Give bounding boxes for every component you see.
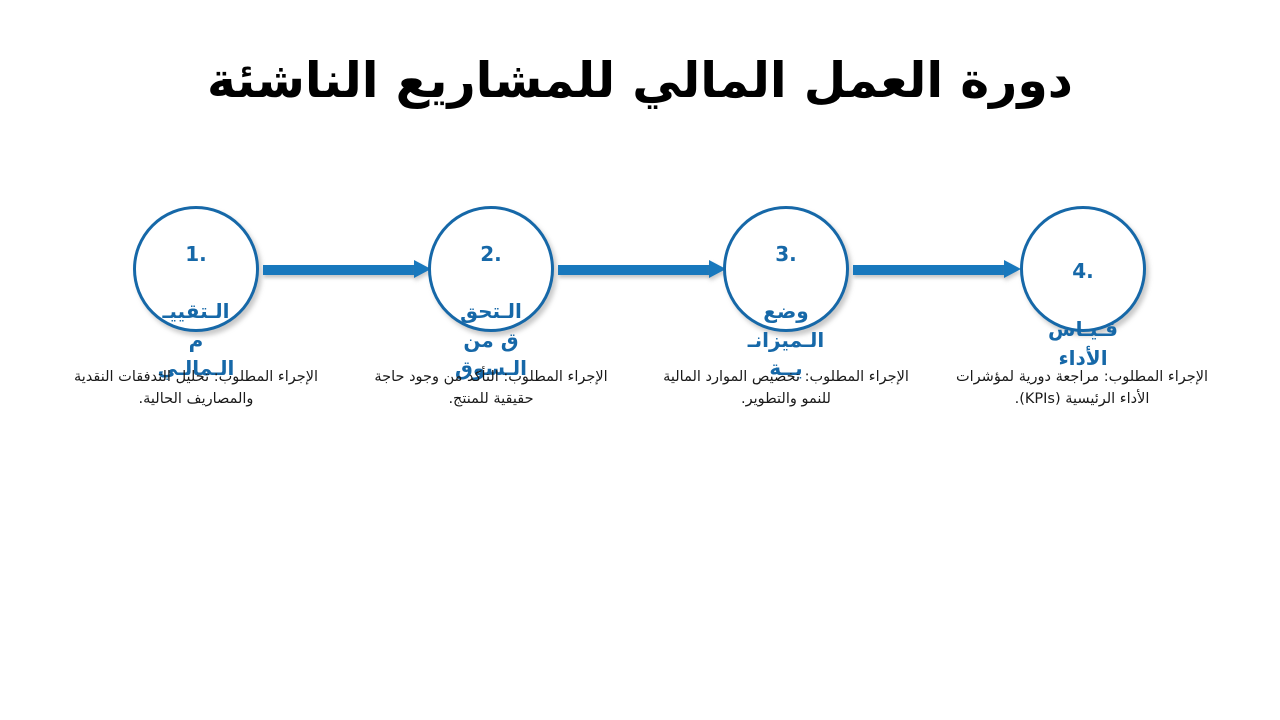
step-circle-3	[723, 206, 849, 332]
arrow-shaft-icon	[853, 265, 1005, 275]
arrow-step2-to-step3	[558, 260, 726, 279]
process-step-3[interactable]: 3. وضع الـميزانـ يــة	[723, 206, 849, 380]
step-captions: الإجراء المطلوب: تحليل التدفقات النقدية …	[0, 366, 1280, 426]
arrow-step3-to-step4	[853, 260, 1021, 279]
arrow-shaft-icon	[558, 265, 710, 275]
step-caption-2: الإجراء المطلوب: التأكد من وجود حاجة حقي…	[374, 369, 608, 408]
arrow-shaft-icon	[263, 265, 415, 275]
step-caption-1: الإجراء المطلوب: تحليل التدفقات النقدية …	[74, 369, 318, 408]
arrow-head-icon	[1004, 260, 1021, 278]
step-circle-4	[1020, 206, 1146, 332]
arrow-head-icon	[709, 260, 726, 278]
arrow-step1-to-step2	[263, 260, 431, 279]
step-caption-3: الإجراء المطلوب: تخصيص الموارد المالية ل…	[663, 369, 909, 408]
process-step-1[interactable]: 1. الـتقييـ م الـمالـي	[133, 206, 259, 380]
arrow-head-icon	[414, 260, 431, 278]
step-caption-4: الإجراء المطلوب: مراجعة دورية لمؤشرات ال…	[955, 369, 1208, 408]
process-step-2[interactable]: 2. الـتحق ق من الـسوق	[428, 206, 554, 380]
step-circle-2	[428, 206, 554, 332]
step-circle-1	[133, 206, 259, 332]
process-flow: 1. الـتقييـ م الـمالـي 2. الـتحق ق من ال…	[0, 206, 1280, 380]
process-step-4[interactable]: 4. قـيـاس الأداء	[1020, 206, 1146, 370]
page-title: دورة العمل المالي للمشاريع الناشئة	[207, 52, 1073, 109]
